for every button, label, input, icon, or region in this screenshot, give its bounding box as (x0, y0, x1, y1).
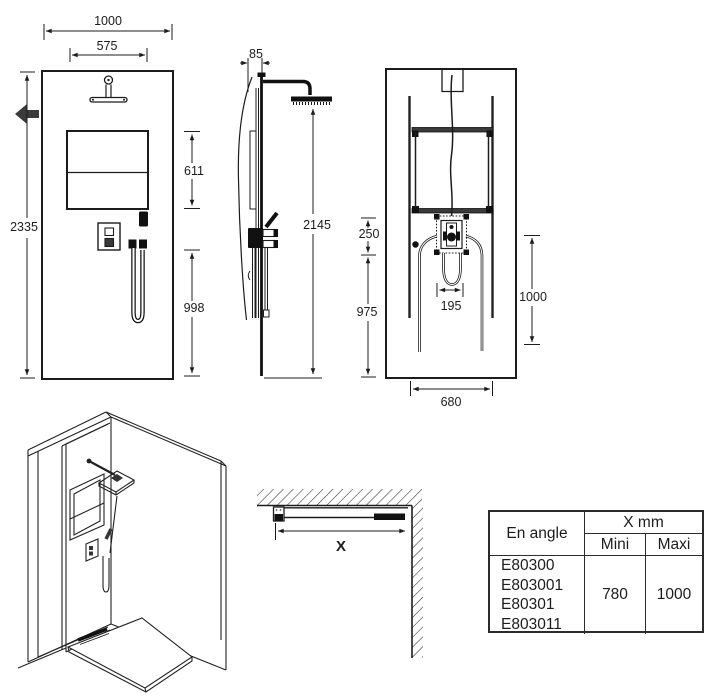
side-elevation-view: 85 2145 (237, 47, 332, 379)
glass-profile-curve (237, 76, 253, 321)
fixing-point (412, 241, 419, 248)
hose-loop (442, 253, 462, 286)
dim-head-offset-label: 575 (97, 39, 118, 53)
rear-roughin-view: 250 975 195 1000 680 (357, 68, 547, 409)
table-max-header: Maxi (646, 533, 702, 555)
niche-side (249, 130, 257, 210)
niche-front (66, 130, 149, 210)
shower-head-knob (103, 75, 114, 85)
table-min-header: Mini (585, 533, 646, 555)
table-max-value: 1000 (646, 555, 702, 634)
hand-shower-handle (139, 211, 148, 227)
front-elevation-view: 1000 575 2335 611 998 (10, 14, 205, 380)
wall-right-hatch (412, 505, 423, 658)
dim-depth-label: 85 (249, 47, 263, 61)
dim-x-label: X (336, 538, 346, 555)
supply-hose (449, 74, 454, 217)
control-plate-front (97, 222, 121, 251)
valve-body (440, 219, 463, 250)
linear-drain-iso (77, 627, 108, 642)
dim-frame-width-label: 680 (441, 395, 462, 409)
shower-tray-iso (66, 617, 193, 689)
product-code: E803011 (501, 615, 562, 633)
product-code: E80301 (501, 596, 555, 613)
dim-valve-offset-label: 250 (359, 227, 380, 241)
isometric-view (17, 411, 227, 693)
dim-front-width-label: 1000 (94, 14, 122, 28)
product-code: E80300 (501, 557, 555, 574)
wall-bracket-plan (272, 506, 285, 522)
dim-hose-drop-label: 1000 (519, 290, 547, 304)
wall-top-hatch (257, 489, 422, 506)
corner-plan-view: X (257, 489, 423, 658)
valve-side (248, 228, 263, 248)
dim-niche-height-label: 611 (184, 164, 204, 178)
hand-shower-hose (131, 248, 145, 324)
niche-iso (69, 473, 105, 541)
dim-head-height-label: 2145 (303, 218, 331, 232)
dim-total-height-label: 2335 (10, 220, 38, 234)
supply-box (441, 70, 464, 93)
dim-rear-lower-label: 975 (357, 305, 378, 319)
shower-arm (263, 79, 312, 95)
dim-hose-spacing-label: 195 (441, 299, 462, 313)
dim-lower-height-label: 998 (184, 301, 205, 315)
spec-table: En angle X mm Mini Maxi E80300 E803001 E… (488, 510, 704, 634)
rain-shower-head-side (291, 96, 332, 102)
rain-shower-head-front (89, 96, 128, 103)
hand-shower-side (264, 211, 279, 229)
control-iso (85, 538, 99, 562)
product-code: E803001 (501, 576, 564, 594)
table-row-header: En angle (490, 512, 585, 555)
table-product-codes: E80300 E803001 E80301 E803011 (490, 555, 585, 634)
table-column-group-header: X mm (623, 513, 664, 531)
table-min-value: 780 (585, 555, 646, 634)
